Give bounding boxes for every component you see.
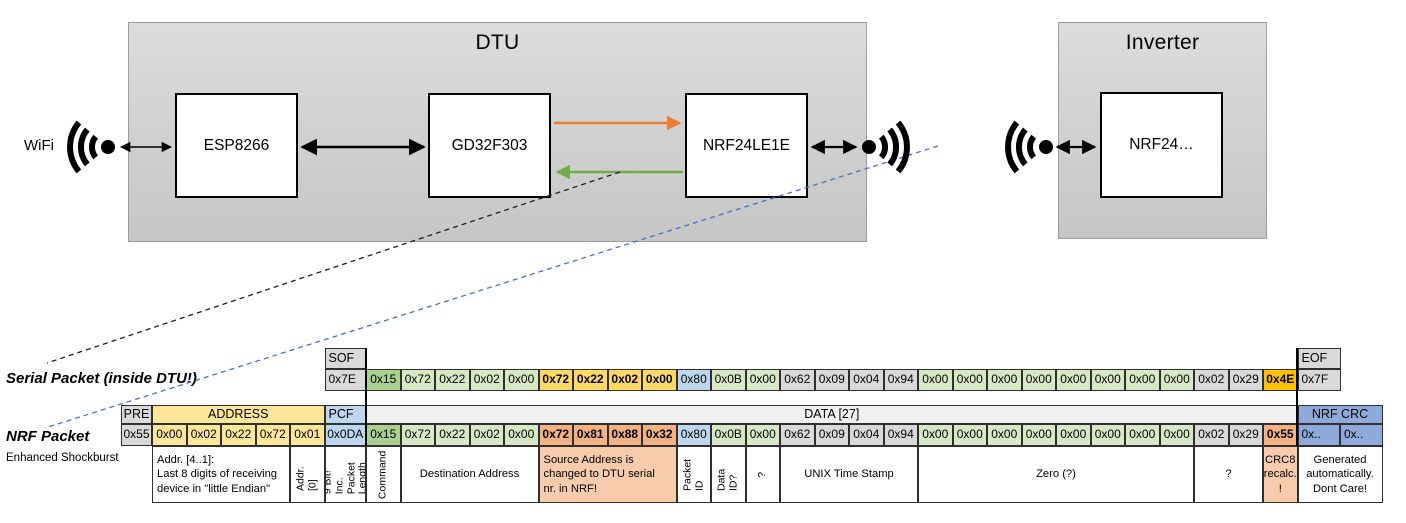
dtu-title: DTU	[475, 31, 520, 54]
nrf-byte-cell: 0x15	[366, 424, 401, 446]
nrf-byte-cell: 0x09	[814, 424, 849, 446]
nrf-byte-cell: 0x00	[1056, 424, 1091, 446]
annotation-cell-addr-0: Addr.[0]	[290, 446, 325, 503]
nrf-byte-cell: 0x00	[504, 424, 539, 446]
nrf-byte-cell: 0x80	[676, 424, 711, 446]
serial-byte-cell: 0x02	[469, 369, 504, 391]
address-byte-cell: 0x00	[152, 424, 187, 446]
nrf-byte-cell: 0x00	[745, 424, 780, 446]
enhanced-shockburst-label: Enhanced Shockburst	[6, 452, 119, 464]
serial-byte-cell: 0x00	[987, 369, 1022, 391]
annotation-cell-packet-id: Packet ID	[676, 446, 711, 503]
serial-byte-cell: 0x22	[435, 369, 470, 391]
serial-byte-cell: 0x22	[573, 369, 608, 391]
nrf-byte-cell: 0x00	[1159, 424, 1194, 446]
annotation-cell-crc-generated: Generated automatically. Dont Care!	[1297, 446, 1383, 503]
serial-byte-cell: 0x4E	[1263, 369, 1298, 391]
serial-byte-cell: 0x00	[1159, 369, 1194, 391]
data-end-connector-line	[1296, 348, 1299, 446]
nrf-byte-cell: 0x00	[952, 424, 987, 446]
annotation-cell-unknown-2: ?	[1194, 446, 1263, 503]
address-byte-cell: 0x01	[290, 424, 325, 446]
pre-value-cell: 0x55	[121, 424, 152, 446]
nrf-byte-cell: 0x0B	[711, 424, 746, 446]
nrf-byte-cell: 0x02	[469, 424, 504, 446]
inverter-group-box: Inverter	[1058, 22, 1267, 239]
serial-byte-cell: 0x02	[607, 369, 642, 391]
annotation-cell-pcf-note: 9 Bit! Inc. Packet Length	[324, 446, 366, 503]
annotation-cell-data-id: Data ID?	[711, 446, 746, 503]
serial-byte-cell: 0x00	[1056, 369, 1091, 391]
serial-byte-cell: 0x0B	[711, 369, 746, 391]
sof-header-cell: SOF	[324, 348, 366, 369]
serial-byte-cell: 0x94	[883, 369, 918, 391]
chip-nrf24-inverter: NRF24…	[1100, 92, 1223, 198]
nrf-byte-cell: 0x00	[1090, 424, 1125, 446]
eof-value-cell: 0x7F	[1297, 369, 1341, 391]
nrf-byte-cell: 0x00	[1021, 424, 1056, 446]
nrf-byte-cell: 0x29	[1228, 424, 1263, 446]
serial-byte-cell: 0x80	[676, 369, 711, 391]
nrf-byte-cell: 0x72	[400, 424, 435, 446]
serial-byte-cell: 0x02	[1194, 369, 1229, 391]
serial-byte-cell: 0x00	[745, 369, 780, 391]
nrf-byte-cell: 0x32	[642, 424, 677, 446]
annotation-cell-unix-time: UNIX Time Stamp	[780, 446, 918, 503]
nrf-byte-cell: 0x02	[1194, 424, 1229, 446]
address-byte-cell: 0x72	[255, 424, 290, 446]
data-start-connector-line	[364, 348, 367, 446]
nrf-byte-cell: 0x62	[780, 424, 815, 446]
chip-nrf24-inverter-label: NRF24…	[1129, 136, 1194, 153]
annotation-cell-zero: Zero (?)	[918, 446, 1194, 503]
serial-byte-cell: 0x00	[1090, 369, 1125, 391]
pcf-header-cell: PCF	[324, 405, 366, 424]
serial-byte-cell: 0x00	[504, 369, 539, 391]
serial-byte-cell: 0x15	[366, 369, 401, 391]
serial-byte-cell: 0x29	[1228, 369, 1263, 391]
nrf-byte-cell: 0x55	[1263, 424, 1298, 446]
nrf-packet-label: NRF Packet	[6, 428, 90, 445]
serial-byte-cell: 0x72	[538, 369, 573, 391]
serial-byte-cell: 0x09	[814, 369, 849, 391]
serial-byte-cell: 0x00	[1021, 369, 1056, 391]
nrf-byte-cell: 0x00	[1125, 424, 1160, 446]
nrf-byte-cell: 0x22	[435, 424, 470, 446]
annotation-cell-src-address: Source Address is changed to DTU serial …	[538, 446, 677, 503]
nrf-byte-cell: 0x81	[573, 424, 608, 446]
nrf-byte-cell: 0x04	[849, 424, 884, 446]
annotation-cell-addr-desc: Addr. [4..1]: Last 8 digits of receiving…	[152, 446, 290, 503]
annotation-cell-dest-address: Destination Address	[400, 446, 539, 503]
sof-value-cell: 0x7E	[324, 369, 366, 391]
nrf-byte-cell: 0x94	[883, 424, 918, 446]
annotation-cell-unknown-1: ?	[745, 446, 780, 503]
address-header-cell: ADDRESS	[152, 405, 325, 424]
nrf-byte-cell: 0x00	[987, 424, 1022, 446]
eof-header-cell: EOF	[1297, 348, 1341, 369]
serial-byte-cell: 0x00	[918, 369, 953, 391]
nrf-byte-cell: 0x00	[918, 424, 953, 446]
serial-byte-cell: 0x04	[849, 369, 884, 391]
serial-byte-cell: 0x00	[1125, 369, 1160, 391]
serial-byte-cell: 0x00	[952, 369, 987, 391]
annotation-cell-command: Command	[366, 446, 401, 503]
annotation-cell-crc8: CRC8 recalc. !	[1263, 446, 1298, 503]
data-header-cell: DATA [27]	[366, 405, 1298, 424]
serial-byte-cell: 0x00	[642, 369, 677, 391]
nrf-crc-value-cell: 0x..	[1340, 424, 1383, 446]
inverter-title: Inverter	[1125, 31, 1200, 54]
address-byte-cell: 0x22	[221, 424, 256, 446]
serial-packet-label: Serial Packet (inside DTU!)	[6, 370, 197, 387]
address-byte-cell: 0x02	[186, 424, 221, 446]
pre-header-cell: PRE	[121, 405, 152, 424]
nrf-byte-cell: 0x72	[538, 424, 573, 446]
serial-byte-cell: 0x62	[780, 369, 815, 391]
serial-byte-cell: 0x72	[400, 369, 435, 391]
pcf-value-cell: 0x0DA	[324, 424, 366, 446]
nrf-crc-header-cell: NRF CRC	[1297, 405, 1383, 424]
nrf-byte-cell: 0x88	[607, 424, 642, 446]
nrf-crc-value-cell: 0x..	[1297, 424, 1340, 446]
